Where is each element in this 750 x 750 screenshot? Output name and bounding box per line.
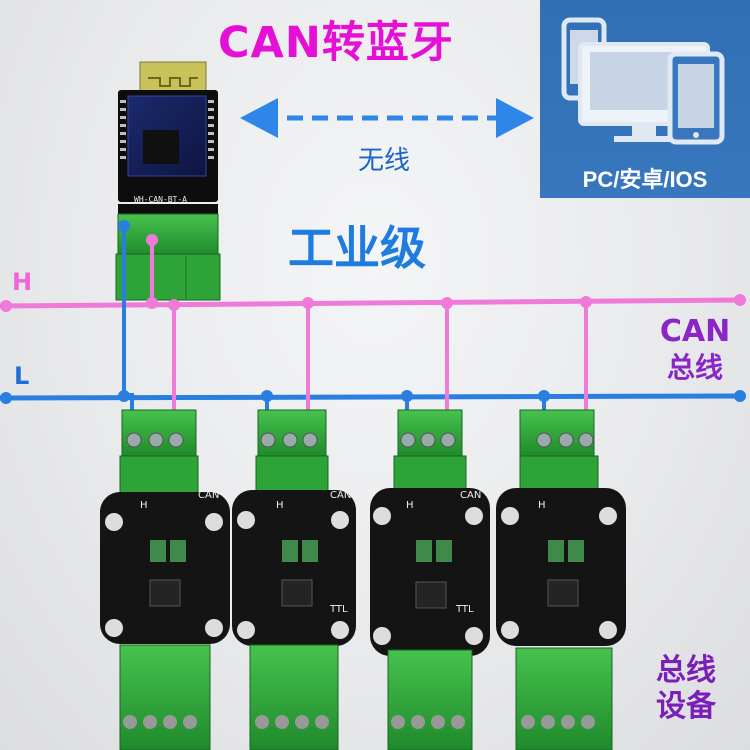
device2-can-label: CAN xyxy=(330,490,351,501)
devices-icon xyxy=(561,17,725,145)
can-l-bus-line xyxy=(0,393,746,401)
pc-platform-label: PC/安卓/IOS xyxy=(582,167,708,192)
device2-ttl-label: TTL xyxy=(329,604,348,615)
bus-devices-label: 总线 设备 xyxy=(646,653,726,725)
device3-ttl-label: TTL xyxy=(455,604,474,615)
bus-l-label: L xyxy=(14,362,30,390)
device3-pin-h: H xyxy=(406,500,414,511)
pc-devices-panel: PC/安卓/IOS xyxy=(540,0,750,198)
can-bus-label: CAN 总线 xyxy=(650,314,740,386)
can-bus-devices xyxy=(100,409,626,750)
bus-device-3 xyxy=(370,409,490,750)
bus-device-1 xyxy=(100,409,230,750)
can-bus-label-line1: CAN xyxy=(659,314,731,349)
industrial-grade-label: 工业级 xyxy=(288,221,426,275)
wireless-label: 无线 xyxy=(358,146,411,176)
bus-device-4 xyxy=(496,409,626,750)
bluetooth-module: WH-CAN-BT-A H G V xyxy=(115,61,221,301)
bus-device-2 xyxy=(232,409,356,750)
can-h-bus-line xyxy=(0,297,746,309)
wireless-arrow xyxy=(240,98,534,138)
device2-pin-h: H xyxy=(276,500,284,511)
device1-pin-h: H xyxy=(140,500,148,511)
device4-pin-h: H xyxy=(538,500,546,511)
device3-can-label: CAN xyxy=(460,490,481,501)
bus-devices-line2: 设备 xyxy=(656,689,716,724)
device1-can-label: CAN xyxy=(198,490,219,501)
bt-module-silkscreen: WH-CAN-BT-A xyxy=(134,195,187,204)
page-title: CAN转蓝牙 xyxy=(218,18,454,68)
bus-h-label: H xyxy=(12,268,33,296)
can-bus-label-line2: 总线 xyxy=(666,351,723,384)
bus-devices-line1: 总线 xyxy=(656,653,716,688)
